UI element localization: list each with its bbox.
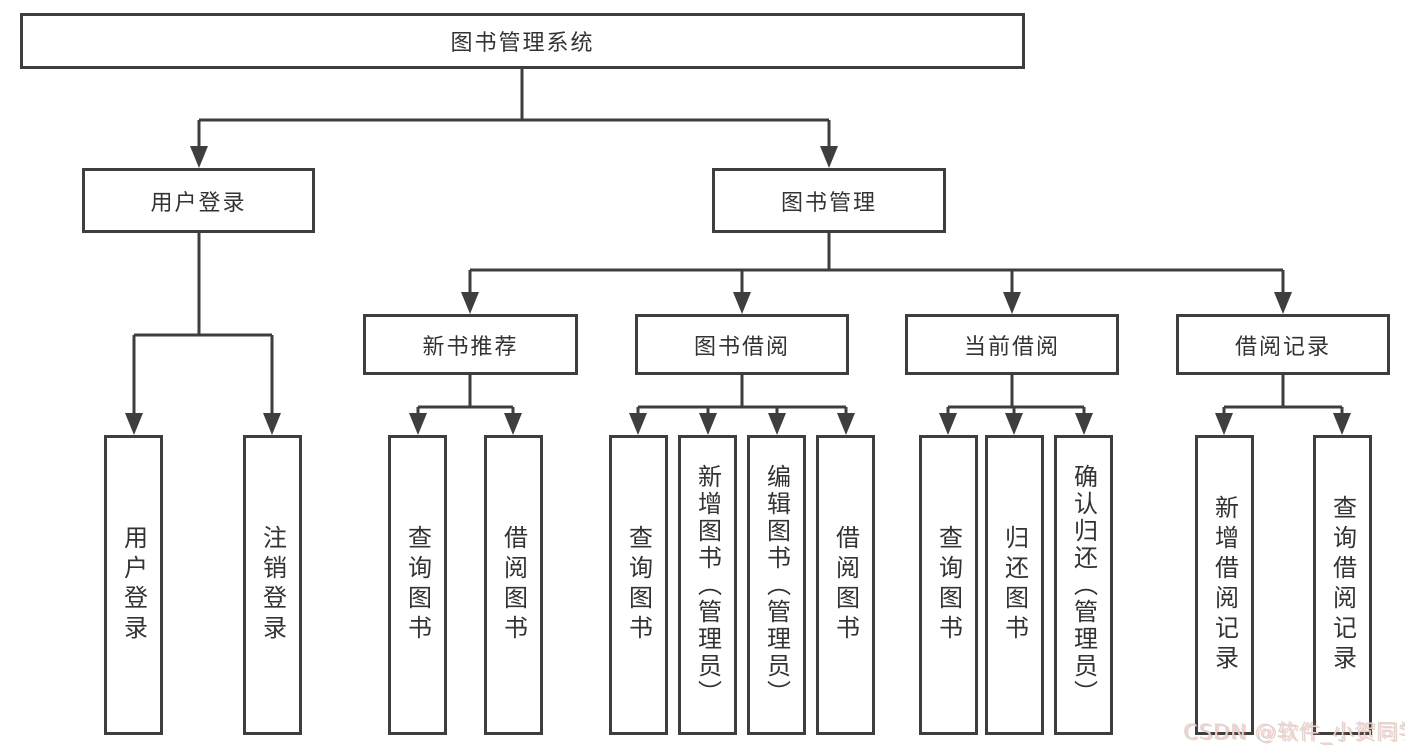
node-book-management-label: 图书管理 xyxy=(780,190,877,216)
arrowhead xyxy=(1003,292,1021,314)
node-borrowing-records: 借阅记录 xyxy=(1176,314,1390,375)
csdn-watermark: CSDN @软件_小贺同学 xyxy=(1183,720,1405,744)
connector-book-management xyxy=(468,233,1285,296)
leaf-user-login: 用户登录 xyxy=(104,435,163,735)
node-new-book-recommend-label: 新书推荐 xyxy=(422,334,519,360)
arrowhead xyxy=(768,413,786,435)
leaf-user-login-label: 用户登录 xyxy=(119,525,148,645)
node-root: 图书管理系统 xyxy=(20,13,1025,69)
leaf-bb-add-books: 新增图书（管理员） xyxy=(678,435,737,735)
leaf-cb-return-books: 归还图书 xyxy=(985,435,1044,735)
leaf-cb-query-books-label: 查询图书 xyxy=(934,525,963,645)
connector-root xyxy=(197,69,831,150)
leaf-cb-return-books-label: 归还图书 xyxy=(1000,525,1029,645)
connector-borrowing-records xyxy=(1222,375,1344,417)
leaf-logout-label: 注销登录 xyxy=(258,525,287,645)
leaf-bb-add-books-label: 新增图书（管理员） xyxy=(693,463,722,707)
arrowhead xyxy=(504,413,522,435)
arrowhead xyxy=(1005,413,1023,435)
leaf-cb-confirm-return-label: 确认归还（管理员） xyxy=(1069,463,1098,707)
node-book-borrowing: 图书借阅 xyxy=(635,314,849,375)
leaf-bb-borrow-books: 借阅图书 xyxy=(816,435,875,735)
leaf-nb-borrow-books: 借阅图书 xyxy=(484,435,543,735)
arrowhead xyxy=(1333,413,1351,435)
arrowhead xyxy=(939,413,957,435)
arrowhead xyxy=(837,413,855,435)
leaf-br-add-record: 新增借阅记录 xyxy=(1195,435,1254,735)
arrowhead xyxy=(629,413,647,435)
leaf-cb-confirm-return: 确认归还（管理员） xyxy=(1054,435,1113,735)
leaf-bb-query-books-label: 查询图书 xyxy=(624,525,653,645)
leaf-bb-borrow-books-label: 借阅图书 xyxy=(831,525,860,645)
arrowhead xyxy=(733,292,751,314)
leaf-br-query-record: 查询借阅记录 xyxy=(1313,435,1372,735)
node-root-label: 图书管理系统 xyxy=(450,31,595,56)
node-user-login: 用户登录 xyxy=(82,168,315,233)
leaf-bb-edit-books: 编辑图书（管理员） xyxy=(747,435,806,735)
arrowhead xyxy=(190,146,208,168)
arrowheads xyxy=(125,146,1351,435)
arrowhead xyxy=(263,413,281,435)
arrowhead xyxy=(820,146,838,168)
node-new-book-recommend: 新书推荐 xyxy=(363,314,578,375)
leaf-nb-borrow-books-label: 借阅图书 xyxy=(499,525,528,645)
connector-new-book-recommend xyxy=(416,375,515,417)
connector-book-borrowing xyxy=(636,375,848,417)
leaf-br-query-record-label: 查询借阅记录 xyxy=(1328,495,1357,675)
leaf-nb-query-books-label: 查询图书 xyxy=(403,525,432,645)
arrowhead xyxy=(125,413,143,435)
node-current-borrowing-label: 当前借阅 xyxy=(963,334,1060,360)
arrowhead xyxy=(461,292,479,314)
leaf-nb-query-books: 查询图书 xyxy=(388,435,447,735)
leaf-bb-edit-books-label: 编辑图书（管理员） xyxy=(762,463,791,707)
leaf-br-add-record-label: 新增借阅记录 xyxy=(1210,495,1239,675)
arrowhead xyxy=(1215,413,1233,435)
connector-current-borrowing xyxy=(946,375,1086,417)
arrowhead xyxy=(1075,413,1093,435)
node-current-borrowing: 当前借阅 xyxy=(905,314,1119,375)
leaf-logout: 注销登录 xyxy=(243,435,302,735)
node-book-management: 图书管理 xyxy=(712,168,946,233)
node-book-borrowing-label: 图书借阅 xyxy=(693,334,790,360)
arrowhead xyxy=(699,413,717,435)
leaf-bb-query-books: 查询图书 xyxy=(609,435,668,735)
arrowhead xyxy=(409,413,427,435)
node-user-login-label: 用户登录 xyxy=(150,190,247,216)
node-borrowing-records-label: 借阅记录 xyxy=(1234,334,1331,360)
leaf-cb-query-books: 查询图书 xyxy=(919,435,978,735)
arrowhead xyxy=(1274,292,1292,314)
connector-user-login xyxy=(132,233,274,417)
